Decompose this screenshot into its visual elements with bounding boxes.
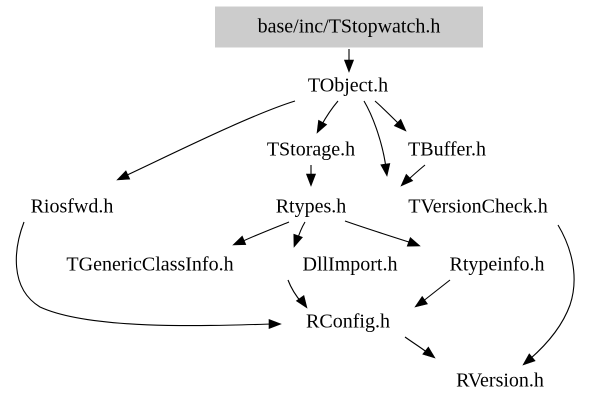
graph-node-tbuffer[interactable]: TBuffer.h	[408, 139, 486, 161]
arrow-head-icon	[295, 295, 308, 309]
arrow-head-icon	[116, 170, 131, 181]
edge-line	[15, 221, 273, 327]
node-label: TGenericClassInfo.h	[66, 254, 233, 276]
node-label: Rtypeinfo.h	[450, 254, 545, 276]
arrow-head-icon	[293, 233, 303, 248]
edge-RConfig-to-RVersion	[404, 336, 436, 359]
arrow-head-icon	[343, 59, 355, 73]
edge-line	[421, 279, 451, 303]
arrow-head-icon	[316, 119, 328, 134]
graph-node-tstopwatch[interactable]: base/inc/TStopwatch.h	[215, 6, 483, 48]
edge-Rtypes-to-DllImport	[293, 221, 306, 248]
graph-node-rtypes[interactable]: Rtypes.h	[276, 196, 347, 218]
edge-Rtypes-to-Rtypeinfo	[344, 220, 421, 247]
graph-node-rversion[interactable]: RVersion.h	[456, 370, 544, 392]
edge-TObject-to-TVersionCheck	[363, 100, 391, 177]
node-label: RConfig.h	[306, 311, 390, 333]
graph-node-riosfwd[interactable]: Riosfwd.h	[31, 196, 114, 218]
edge-line	[124, 100, 296, 177]
arrow-head-icon	[522, 353, 536, 366]
arrow-head-icon	[305, 173, 317, 187]
edge-Rtypes-to-TGenericClassInfo	[232, 221, 290, 246]
node-background	[215, 6, 483, 48]
edge-TObject-to-TStorage	[316, 100, 339, 134]
edge-TObject-to-Riosfwd	[116, 100, 296, 181]
edge-line	[529, 224, 575, 360]
edge-line	[344, 220, 413, 244]
edge-line	[320, 100, 339, 127]
node-label: TObject.h	[308, 75, 388, 97]
edge-Riosfwd-to-RConfig	[15, 221, 282, 330]
edge-TVersionCheck-to-RVersion	[522, 224, 575, 366]
arrow-head-icon	[393, 118, 407, 132]
edge-line	[404, 336, 429, 354]
node-label: DllImport.h	[303, 254, 398, 276]
node-label: TStorage.h	[267, 139, 355, 161]
edge-line	[240, 221, 290, 243]
arrow-head-icon	[232, 235, 247, 246]
edge-line	[363, 100, 387, 169]
edge-TStopwatch-to-TObject	[343, 49, 355, 73]
arrow-head-icon	[268, 318, 282, 330]
edges-layer	[15, 49, 575, 366]
edge-TObject-to-TBuffer	[374, 100, 407, 132]
node-label: RVersion.h	[456, 370, 544, 392]
edge-TBuffer-to-TVersionCheck	[400, 164, 426, 187]
graph-node-rconfig[interactable]: RConfig.h	[306, 311, 390, 333]
edge-line	[374, 100, 401, 126]
nodes-layer: base/inc/TStopwatch.hTObject.hTStorage.h…	[31, 6, 548, 392]
edge-TStorage-to-Rtypes	[305, 165, 317, 187]
graph-node-tversioncheck[interactable]: TVersionCheck.h	[408, 196, 547, 218]
arrow-head-icon	[406, 237, 421, 247]
node-label: TVersionCheck.h	[408, 196, 547, 218]
arrow-head-icon	[380, 163, 391, 177]
graph-node-rtypeinfo[interactable]: Rtypeinfo.h	[450, 254, 545, 276]
node-label: TBuffer.h	[408, 139, 486, 161]
graph-node-tgenericclassinfo[interactable]: TGenericClassInfo.h	[66, 254, 233, 276]
arrow-head-icon	[414, 295, 428, 308]
node-label: Riosfwd.h	[31, 196, 114, 218]
graph-node-tstorage[interactable]: TStorage.h	[267, 139, 355, 161]
graph-node-dllimport[interactable]: DllImport.h	[303, 254, 398, 276]
node-label: Rtypes.h	[276, 196, 347, 218]
arrow-head-icon	[400, 173, 414, 187]
arrow-head-icon	[422, 346, 436, 359]
edge-DllImport-to-RConfig	[287, 279, 308, 309]
graph-node-tobject[interactable]: TObject.h	[308, 75, 388, 97]
edge-Rtypeinfo-to-RConfig	[414, 279, 451, 308]
node-label: base/inc/TStopwatch.h	[258, 16, 441, 38]
